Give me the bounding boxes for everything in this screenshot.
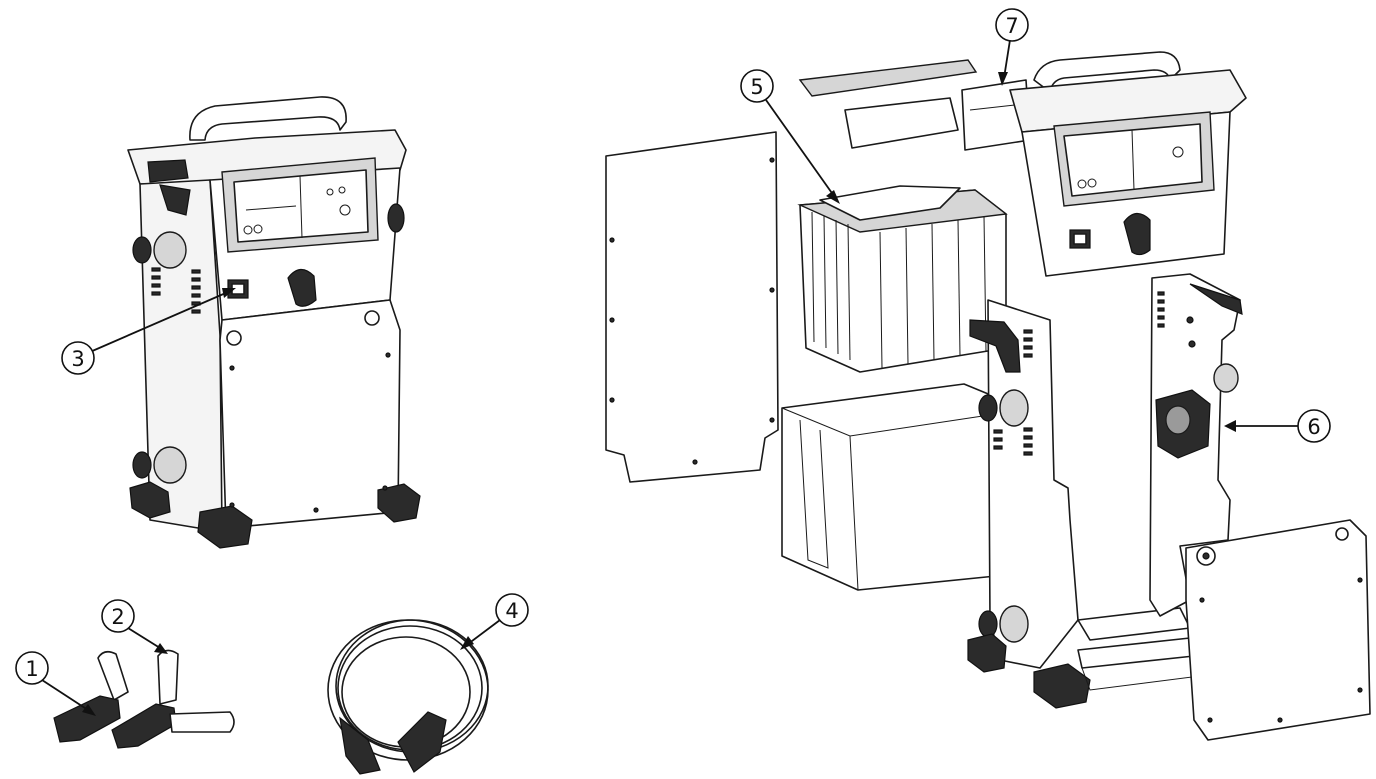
- battery-box: [781, 383, 999, 591]
- exploded-base-frame: [1077, 607, 1201, 691]
- top-cover-parts: [798, 59, 1031, 151]
- callout-3-label: 3: [71, 347, 84, 371]
- exploded-side-panel-left: [605, 131, 779, 483]
- unit-cable-clip: [147, 159, 189, 183]
- clamp-cable: [169, 711, 235, 733]
- cable-plug-1: [339, 716, 381, 775]
- unit-side-vents: [151, 267, 201, 314]
- top-cover-block: [844, 97, 959, 149]
- mains-cable-coil: [327, 619, 489, 775]
- callout-7-label: 7: [1005, 14, 1018, 38]
- callout-1-label: 1: [25, 657, 38, 681]
- unit-foot-rear: [129, 481, 171, 519]
- unit-foot-front-right: [377, 483, 421, 523]
- callout-5-label: 5: [750, 75, 763, 99]
- assembled-charger-unit: [127, 96, 421, 549]
- callout-2-label: 2: [111, 605, 124, 629]
- unit-upper-connector: [153, 231, 187, 269]
- unit-lower-connector: [153, 446, 187, 484]
- battery: [797, 185, 1008, 373]
- callout-2: 2: [101, 599, 135, 633]
- clamp-2-jaw: [111, 703, 177, 749]
- unit-front-lower-panel: [219, 299, 401, 529]
- exploded-side-frame-left: [967, 299, 1091, 709]
- callout-1: 1: [15, 651, 49, 685]
- callout-5: 5: [740, 69, 774, 103]
- unit-rotary-switch: [287, 268, 317, 307]
- clamp-1-jaw: [53, 695, 121, 743]
- callout-3: 3: [61, 341, 95, 375]
- callout-6-label: 6: [1307, 415, 1320, 439]
- clamp-1-handle: [97, 650, 129, 701]
- callout-4: 4: [495, 593, 529, 627]
- exploded-front-housing: [1009, 51, 1247, 277]
- callout-7: 7: [995, 8, 1029, 42]
- callout-4-label: 4: [505, 599, 518, 623]
- battery-ribs: [811, 211, 987, 369]
- callout-6: 6: [1297, 409, 1331, 443]
- callout-leaders: [41, 39, 1298, 716]
- unit-side-panel: [139, 179, 223, 533]
- battery-clamps: [53, 649, 235, 749]
- exploded-front-lower-panel: [1185, 519, 1371, 741]
- housing-rotary-switch: [1123, 212, 1151, 256]
- clamp-2-handle: [157, 649, 179, 705]
- inner-frame-6: [1149, 273, 1243, 617]
- top-cover-strip: [798, 59, 978, 97]
- cable-plug-2: [397, 711, 447, 773]
- unit-handle: [189, 96, 347, 141]
